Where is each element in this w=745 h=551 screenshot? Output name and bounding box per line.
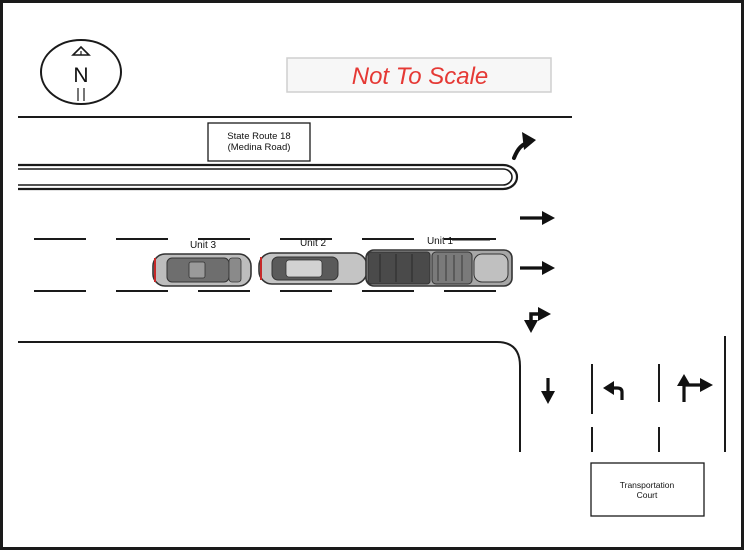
lane-arrow-through-1 [520, 211, 555, 225]
lane-arrow-left-right [677, 374, 713, 402]
unit3-sunroof [188, 261, 206, 279]
lane-arrow-down [541, 378, 555, 404]
vehicle-unit1 [365, 249, 513, 287]
unit3-windshield [228, 257, 242, 283]
unit2-roof [285, 259, 323, 278]
court-sign-line2: Court [637, 490, 658, 500]
veer-arrow-head-icon [522, 132, 536, 150]
down-arrow-icon [541, 391, 555, 404]
vehicle-label-unit1: Unit 1 [427, 236, 454, 247]
lane-arrow-right-down [524, 307, 551, 333]
court-sign: Transportation Court [590, 462, 705, 517]
road-south-edge [18, 341, 521, 452]
right-arrow-icon [700, 378, 713, 392]
lane-arrow-veer-left [512, 132, 536, 160]
route-sign-box [207, 122, 311, 162]
median-outer-line [18, 163, 519, 191]
scale-note: Not To Scale [286, 57, 552, 93]
compass-circle [40, 39, 122, 105]
court-sign-box [590, 462, 705, 517]
route-sign-line1: State Route 18 [227, 131, 290, 142]
unit1-bed [367, 251, 431, 285]
turn-right-arrow-icon [538, 307, 551, 321]
left-turn-arrow-icon [603, 381, 614, 395]
north-compass: N [40, 39, 122, 105]
court-sign-line1: Transportation [620, 480, 675, 490]
vehicle-label-unit3: Unit 3 [190, 240, 217, 251]
lane-arrow-through-2 [520, 261, 555, 275]
compass-letter: N [73, 64, 88, 87]
lane-arrow-left-turn [603, 381, 624, 400]
median-inner-line [18, 168, 513, 186]
left-turn-shaft [612, 386, 624, 400]
route-sign: State Route 18 (Medina Road) [207, 122, 311, 162]
scale-note-box [286, 57, 552, 93]
scale-note-text: Not To Scale [352, 63, 489, 90]
unit1-hood [473, 253, 509, 283]
vehicle-unit3 [152, 253, 252, 287]
left-right-shaft [682, 383, 702, 402]
route-sign-line2: (Medina Road) [228, 142, 291, 153]
up-left-arrow-icon [677, 374, 691, 386]
right-arrow-icon [542, 261, 555, 275]
turn-down-arrow-icon [524, 320, 538, 333]
vehicle-label-unit2: Unit 2 [300, 238, 327, 249]
vehicle-unit2 [258, 252, 368, 285]
median-island [18, 163, 519, 191]
right-arrow-icon [542, 211, 555, 225]
